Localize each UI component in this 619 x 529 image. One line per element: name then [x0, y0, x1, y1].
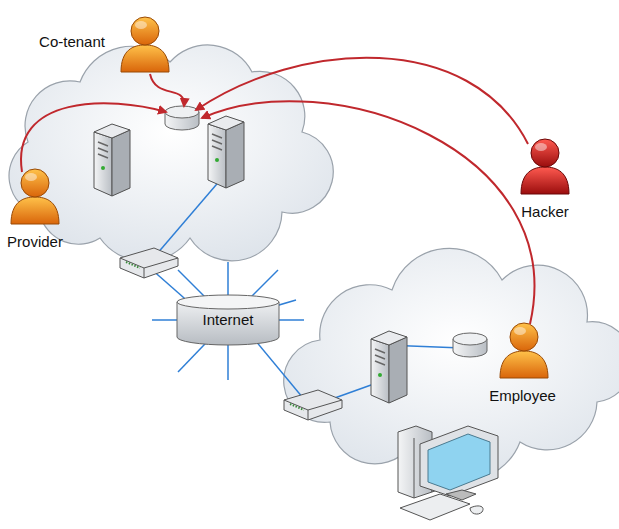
- workstation: [398, 426, 498, 520]
- node-label: Hacker: [521, 203, 569, 220]
- node-label: Internet: [196, 311, 260, 328]
- network-wires: [150, 178, 462, 404]
- provider-figure: [11, 169, 59, 224]
- node-label: Employee: [489, 387, 556, 404]
- cloud-database: [165, 106, 199, 130]
- network-cloud: Internet: [176, 294, 280, 346]
- threat-arrow: [21, 103, 166, 172]
- node-label: Provider: [7, 233, 63, 250]
- provider-server: [208, 116, 244, 188]
- provider-cloud: [9, 45, 333, 261]
- provider-router: [120, 248, 178, 278]
- internet-rays: [152, 262, 304, 380]
- threat-arrow: [150, 74, 184, 106]
- threat-arrows: [21, 58, 534, 324]
- company-server: [371, 331, 407, 403]
- threat-arrow: [196, 58, 528, 144]
- provider-server: [94, 124, 130, 196]
- cylinder-top: [177, 295, 279, 309]
- threat-arrow: [202, 101, 534, 324]
- person-label: Hacker: [518, 201, 572, 223]
- employee-figure: [500, 323, 548, 378]
- company-router: [284, 390, 342, 420]
- person-label: Provider: [4, 231, 66, 253]
- node-label: Co-tenant: [39, 33, 105, 50]
- company-database: [453, 333, 487, 357]
- person-label: Employee: [486, 385, 559, 407]
- co-tenant-figure: [121, 17, 169, 72]
- person-label: Co-tenant: [36, 31, 108, 53]
- hacker-figure: [521, 139, 569, 194]
